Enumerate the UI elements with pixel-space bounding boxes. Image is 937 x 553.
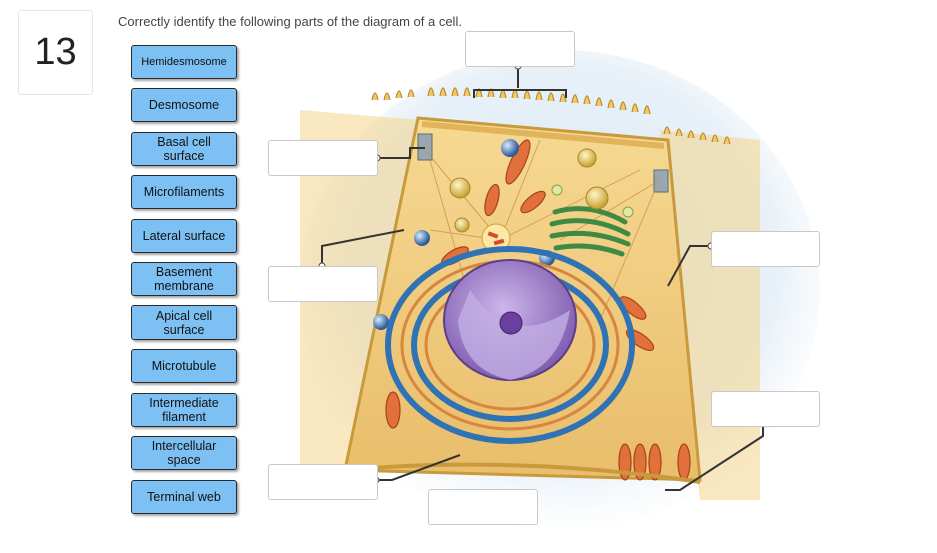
- term-lateral-surface[interactable]: Lateral surface: [131, 219, 237, 253]
- term-desmosome[interactable]: Desmosome: [131, 88, 237, 122]
- drop-zone-desmosome[interactable]: [268, 140, 378, 176]
- term-intermediate-filament[interactable]: Intermediate filament: [131, 393, 237, 427]
- neighbor-cell-left: [300, 110, 420, 500]
- term-apical-cell-surface[interactable]: Apical cell surface: [131, 305, 237, 340]
- question-number: 13: [18, 10, 93, 95]
- drop-zone-basement-membrane[interactable]: [711, 391, 820, 427]
- term-basal-cell-surface[interactable]: Basal cell surface: [131, 132, 237, 166]
- term-microtubule[interactable]: Microtubule: [131, 349, 237, 383]
- drop-zone-lateral[interactable]: [711, 231, 820, 267]
- golgi-apparatus: [549, 206, 631, 257]
- drop-zone-microfilament[interactable]: [268, 266, 378, 302]
- nucleus-cutaway: [458, 290, 570, 380]
- leader-lines: [321, 66, 764, 491]
- term-basement-membrane[interactable]: Basement membrane: [131, 262, 237, 296]
- term-hemidesmosome[interactable]: Hemidesmosome: [131, 45, 237, 79]
- lysosomes: [373, 139, 555, 330]
- term-intercellular-space[interactable]: Intercellular space: [131, 436, 237, 470]
- cytoskeleton-filaments: [424, 139, 661, 321]
- term-terminal-web[interactable]: Terminal web: [131, 480, 237, 514]
- basal-surface-band: [344, 462, 701, 484]
- nucleolus: [499, 311, 523, 335]
- junction-right: [653, 169, 669, 193]
- drop-zone-basal-surface[interactable]: [428, 489, 538, 525]
- vesicles: [449, 148, 634, 233]
- drop-zone-apical[interactable]: [465, 31, 575, 67]
- term-microfilaments[interactable]: Microfilaments: [131, 175, 237, 209]
- question-prompt: Correctly identify the following parts o…: [118, 14, 462, 29]
- drop-zone-basal-junction[interactable]: [268, 464, 378, 500]
- terminal-web-band: [421, 121, 665, 149]
